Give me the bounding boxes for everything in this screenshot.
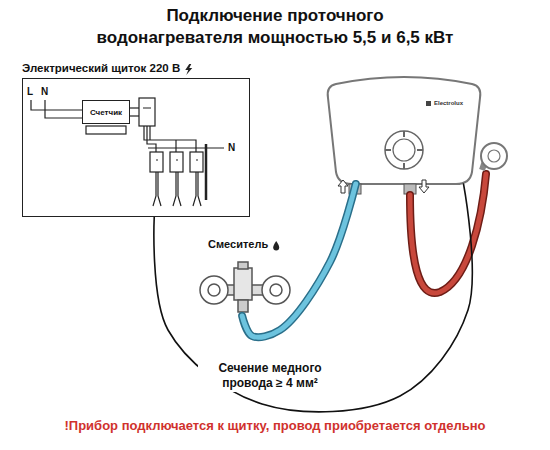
panel-wiring bbox=[31, 100, 224, 206]
shower-hose bbox=[410, 174, 486, 293]
terminal-label: L bbox=[27, 86, 33, 97]
water-drop-symbol bbox=[273, 241, 279, 251]
panel-wiring bbox=[178, 172, 181, 206]
mixer-tap bbox=[270, 284, 282, 296]
power-cable bbox=[154, 184, 472, 412]
water-heater bbox=[328, 77, 481, 194]
breaker-lever bbox=[143, 108, 198, 160]
node-text: Electrolux bbox=[434, 100, 463, 106]
switchboard-panel: Электрический щиток 220 В Счетчик bbox=[22, 62, 250, 217]
panel-wiring bbox=[193, 172, 196, 206]
cold-water-hose bbox=[242, 184, 356, 337]
panel-wiring bbox=[173, 172, 176, 206]
breaker-lever bbox=[143, 108, 198, 160]
flow-arrow bbox=[419, 180, 429, 193]
terminal-label: N bbox=[41, 86, 48, 97]
water-heater bbox=[426, 101, 431, 106]
mixer-tap: Смеситель bbox=[198, 238, 294, 316]
panel-wiring bbox=[153, 172, 156, 206]
cold-water-hose bbox=[242, 184, 356, 337]
water-heater bbox=[385, 131, 423, 169]
breaker bbox=[86, 126, 126, 134]
panel-wiring bbox=[205, 144, 208, 200]
panel-frame bbox=[22, 78, 250, 217]
panel-wiring bbox=[45, 100, 82, 118]
mixer-tap bbox=[238, 262, 248, 269]
breaker bbox=[86, 98, 203, 172]
mixer-tap bbox=[208, 284, 220, 296]
shower-hose bbox=[410, 174, 486, 293]
node-text: Смеситель bbox=[208, 238, 268, 250]
shower-head bbox=[481, 143, 507, 169]
water-heater bbox=[393, 139, 415, 161]
panel-wiring bbox=[175, 140, 176, 152]
edge-label: Сечение медного провода ≥ 4 мм² bbox=[198, 360, 342, 392]
title: Подключение проточного водонагревателя м… bbox=[95, 5, 455, 49]
panel-wiring bbox=[149, 126, 150, 140]
water-heater bbox=[385, 131, 423, 169]
cold-water-hose bbox=[242, 184, 356, 337]
breaker bbox=[170, 152, 183, 172]
shower-hose bbox=[410, 174, 486, 293]
lightning-symbol bbox=[185, 64, 192, 75]
breaker bbox=[190, 152, 203, 172]
mixer-tap bbox=[234, 268, 252, 300]
node-text: Счетчик bbox=[90, 108, 122, 117]
mixer-tap bbox=[262, 276, 290, 304]
mixer-tap bbox=[238, 300, 248, 312]
mixer-tap bbox=[200, 262, 290, 312]
panel-wiring bbox=[158, 172, 161, 206]
panel-wiring bbox=[198, 172, 201, 206]
node-text: Электрический щиток 220 В bbox=[22, 62, 180, 74]
flow-arrow bbox=[338, 180, 348, 193]
breaker bbox=[150, 152, 163, 172]
shower-head bbox=[488, 150, 500, 162]
terminal-label: N bbox=[228, 142, 235, 153]
power-cable bbox=[154, 184, 472, 412]
water-heater-body: Electrolux bbox=[328, 76, 482, 184]
panel-wiring bbox=[148, 147, 224, 148]
panel-wiring bbox=[31, 100, 82, 110]
breaker bbox=[139, 98, 155, 126]
water-heater bbox=[328, 77, 481, 184]
shower-head bbox=[481, 143, 507, 170]
electric-meter: Счетчик bbox=[82, 100, 130, 124]
mixer-tap bbox=[200, 276, 228, 304]
caption: !Прибор подключается к щитку, провод при… bbox=[0, 418, 550, 433]
